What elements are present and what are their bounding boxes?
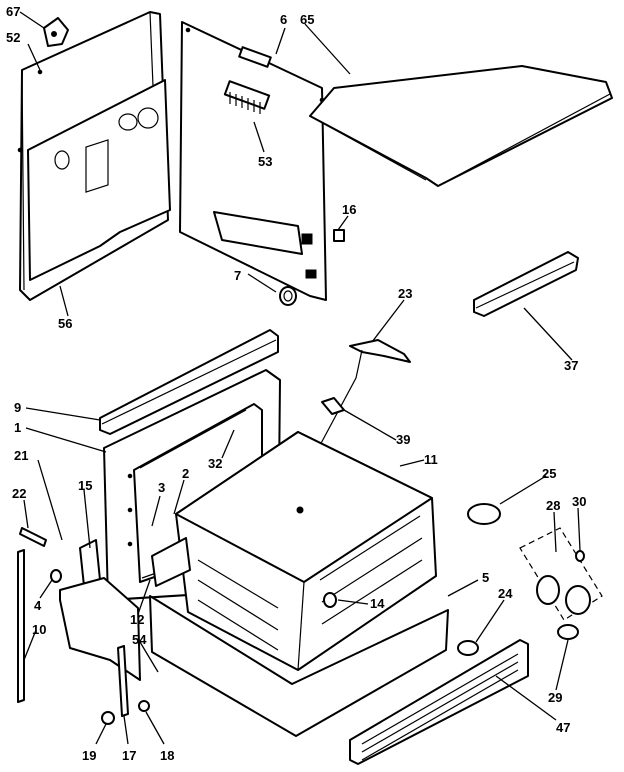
part-22-spring <box>19 527 47 547</box>
part-16-clip <box>333 229 345 242</box>
callout-28: 28 <box>546 498 560 513</box>
part-37-channel <box>473 251 579 317</box>
callout-67: 67 <box>6 4 20 19</box>
part-17-hinge-arm <box>59 577 141 717</box>
callout-22: 22 <box>12 486 26 501</box>
part-11-oven-liner <box>175 431 437 671</box>
part-9-trim <box>99 329 279 435</box>
callout-9: 9 <box>14 400 21 415</box>
callout-24: 24 <box>498 586 513 601</box>
part-18-screw <box>138 700 150 712</box>
callout-12: 12 <box>130 612 144 627</box>
callout-25: 25 <box>542 466 556 481</box>
callout-3: 3 <box>158 480 165 495</box>
callout-53: 53 <box>258 154 272 169</box>
part-4-washer <box>50 569 62 583</box>
callout-5: 5 <box>482 570 489 585</box>
part-24-cap <box>457 640 479 656</box>
callout-30: 30 <box>572 494 586 509</box>
callout-7: 7 <box>234 268 241 283</box>
part-47-grille <box>349 639 529 765</box>
callout-4: 4 <box>34 598 42 613</box>
callout-11: 11 <box>424 452 438 467</box>
callout-19: 19 <box>82 748 96 763</box>
callout-54: 54 <box>132 632 147 647</box>
part-39-connector <box>321 397 345 415</box>
callout-2: 2 <box>182 466 189 481</box>
callout-39: 39 <box>396 432 410 447</box>
callout-18: 18 <box>160 748 174 763</box>
callout-23: 23 <box>398 286 412 301</box>
callout-52: 52 <box>6 30 20 45</box>
part-12-bracket <box>151 537 191 587</box>
part-65-top-cover <box>309 65 613 187</box>
callout-6: 6 <box>280 12 287 27</box>
leader-lines <box>19 11 581 745</box>
callout-47: 47 <box>556 720 570 735</box>
callout-29: 29 <box>548 690 562 705</box>
callout-32: 32 <box>208 456 222 471</box>
part-56-insulation <box>27 79 171 281</box>
callout-17: 17 <box>122 748 136 763</box>
callout-65: 65 <box>300 12 314 27</box>
callout-14: 14 <box>370 596 385 611</box>
callout-16: 16 <box>342 202 356 217</box>
callout-10: 10 <box>32 622 46 637</box>
part-5-bottom-panel <box>149 595 449 737</box>
callout-1: 1 <box>14 420 21 435</box>
callout-56: 56 <box>58 316 72 331</box>
part-28-assembly <box>519 527 603 640</box>
callout-21: 21 <box>14 448 28 463</box>
part-19-washer <box>101 711 115 725</box>
part-25-disc <box>467 503 501 525</box>
part-10-bar <box>17 549 25 703</box>
part-67-bracket <box>43 17 69 47</box>
part-7-grommet <box>279 286 297 306</box>
callout-labels: 67 52 56 6 65 53 16 7 23 37 9 1 21 32 39… <box>6 4 586 763</box>
callout-15: 15 <box>78 478 92 493</box>
callout-37: 37 <box>564 358 578 373</box>
part-6-rear-panel <box>179 21 327 301</box>
